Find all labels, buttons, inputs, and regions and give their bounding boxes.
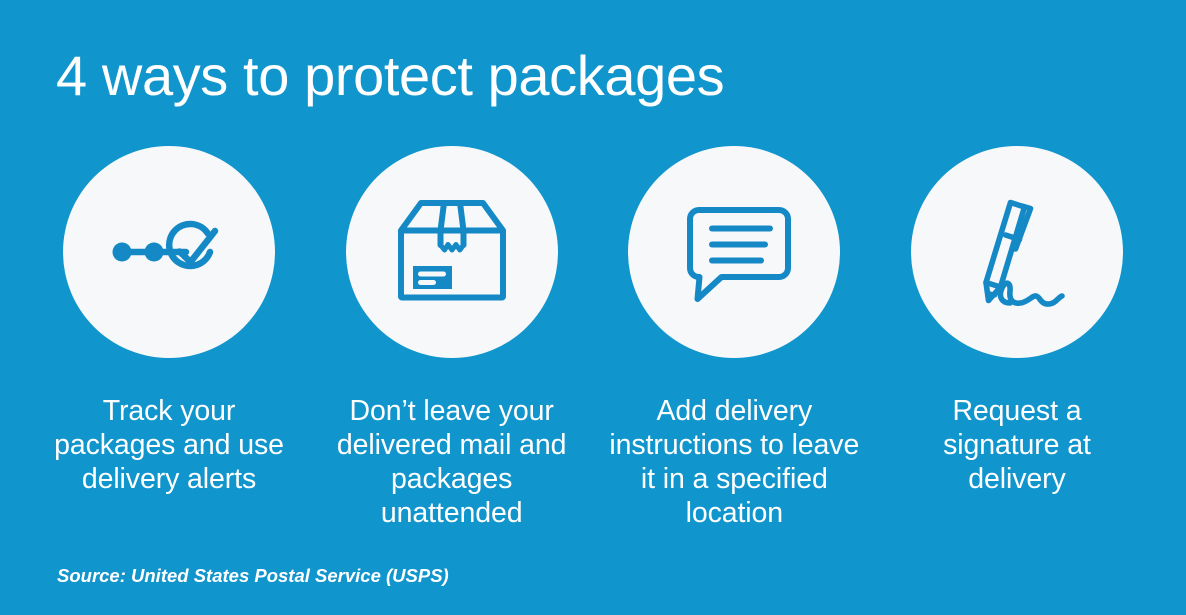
icon-circle-2 (345, 146, 558, 358)
package-box-icon (387, 187, 517, 317)
icon-circle-3 (628, 146, 841, 358)
step-caption-2: Don’t leave your delivered mail and pack… (336, 395, 567, 529)
step-caption-3: Add delivery instructions to leave it in… (609, 395, 860, 529)
speech-bubble-icon (669, 187, 799, 317)
step-item-4: Request a signature at delivery (876, 146, 1158, 496)
page-title: 4 ways to protect packages (56, 44, 725, 107)
step-item-2: Don’t leave your delivered mail and pack… (311, 146, 593, 530)
step-item-3: Add delivery instructions to leave it in… (593, 146, 875, 530)
icon-circle-4 (910, 146, 1123, 358)
step-item-1: Track your packages and use delivery ale… (28, 146, 310, 496)
delivery-tracking-icon (104, 187, 234, 317)
source-attribution: Source: United States Postal Service (US… (57, 565, 449, 586)
icon-circle-1 (63, 146, 275, 358)
step-caption-1: Track your packages and use delivery ale… (54, 395, 284, 495)
steps-row: Track your packages and use delivery ale… (28, 146, 1158, 530)
pen-signature-icon (952, 187, 1082, 317)
step-caption-4: Request a signature at delivery (943, 395, 1091, 495)
